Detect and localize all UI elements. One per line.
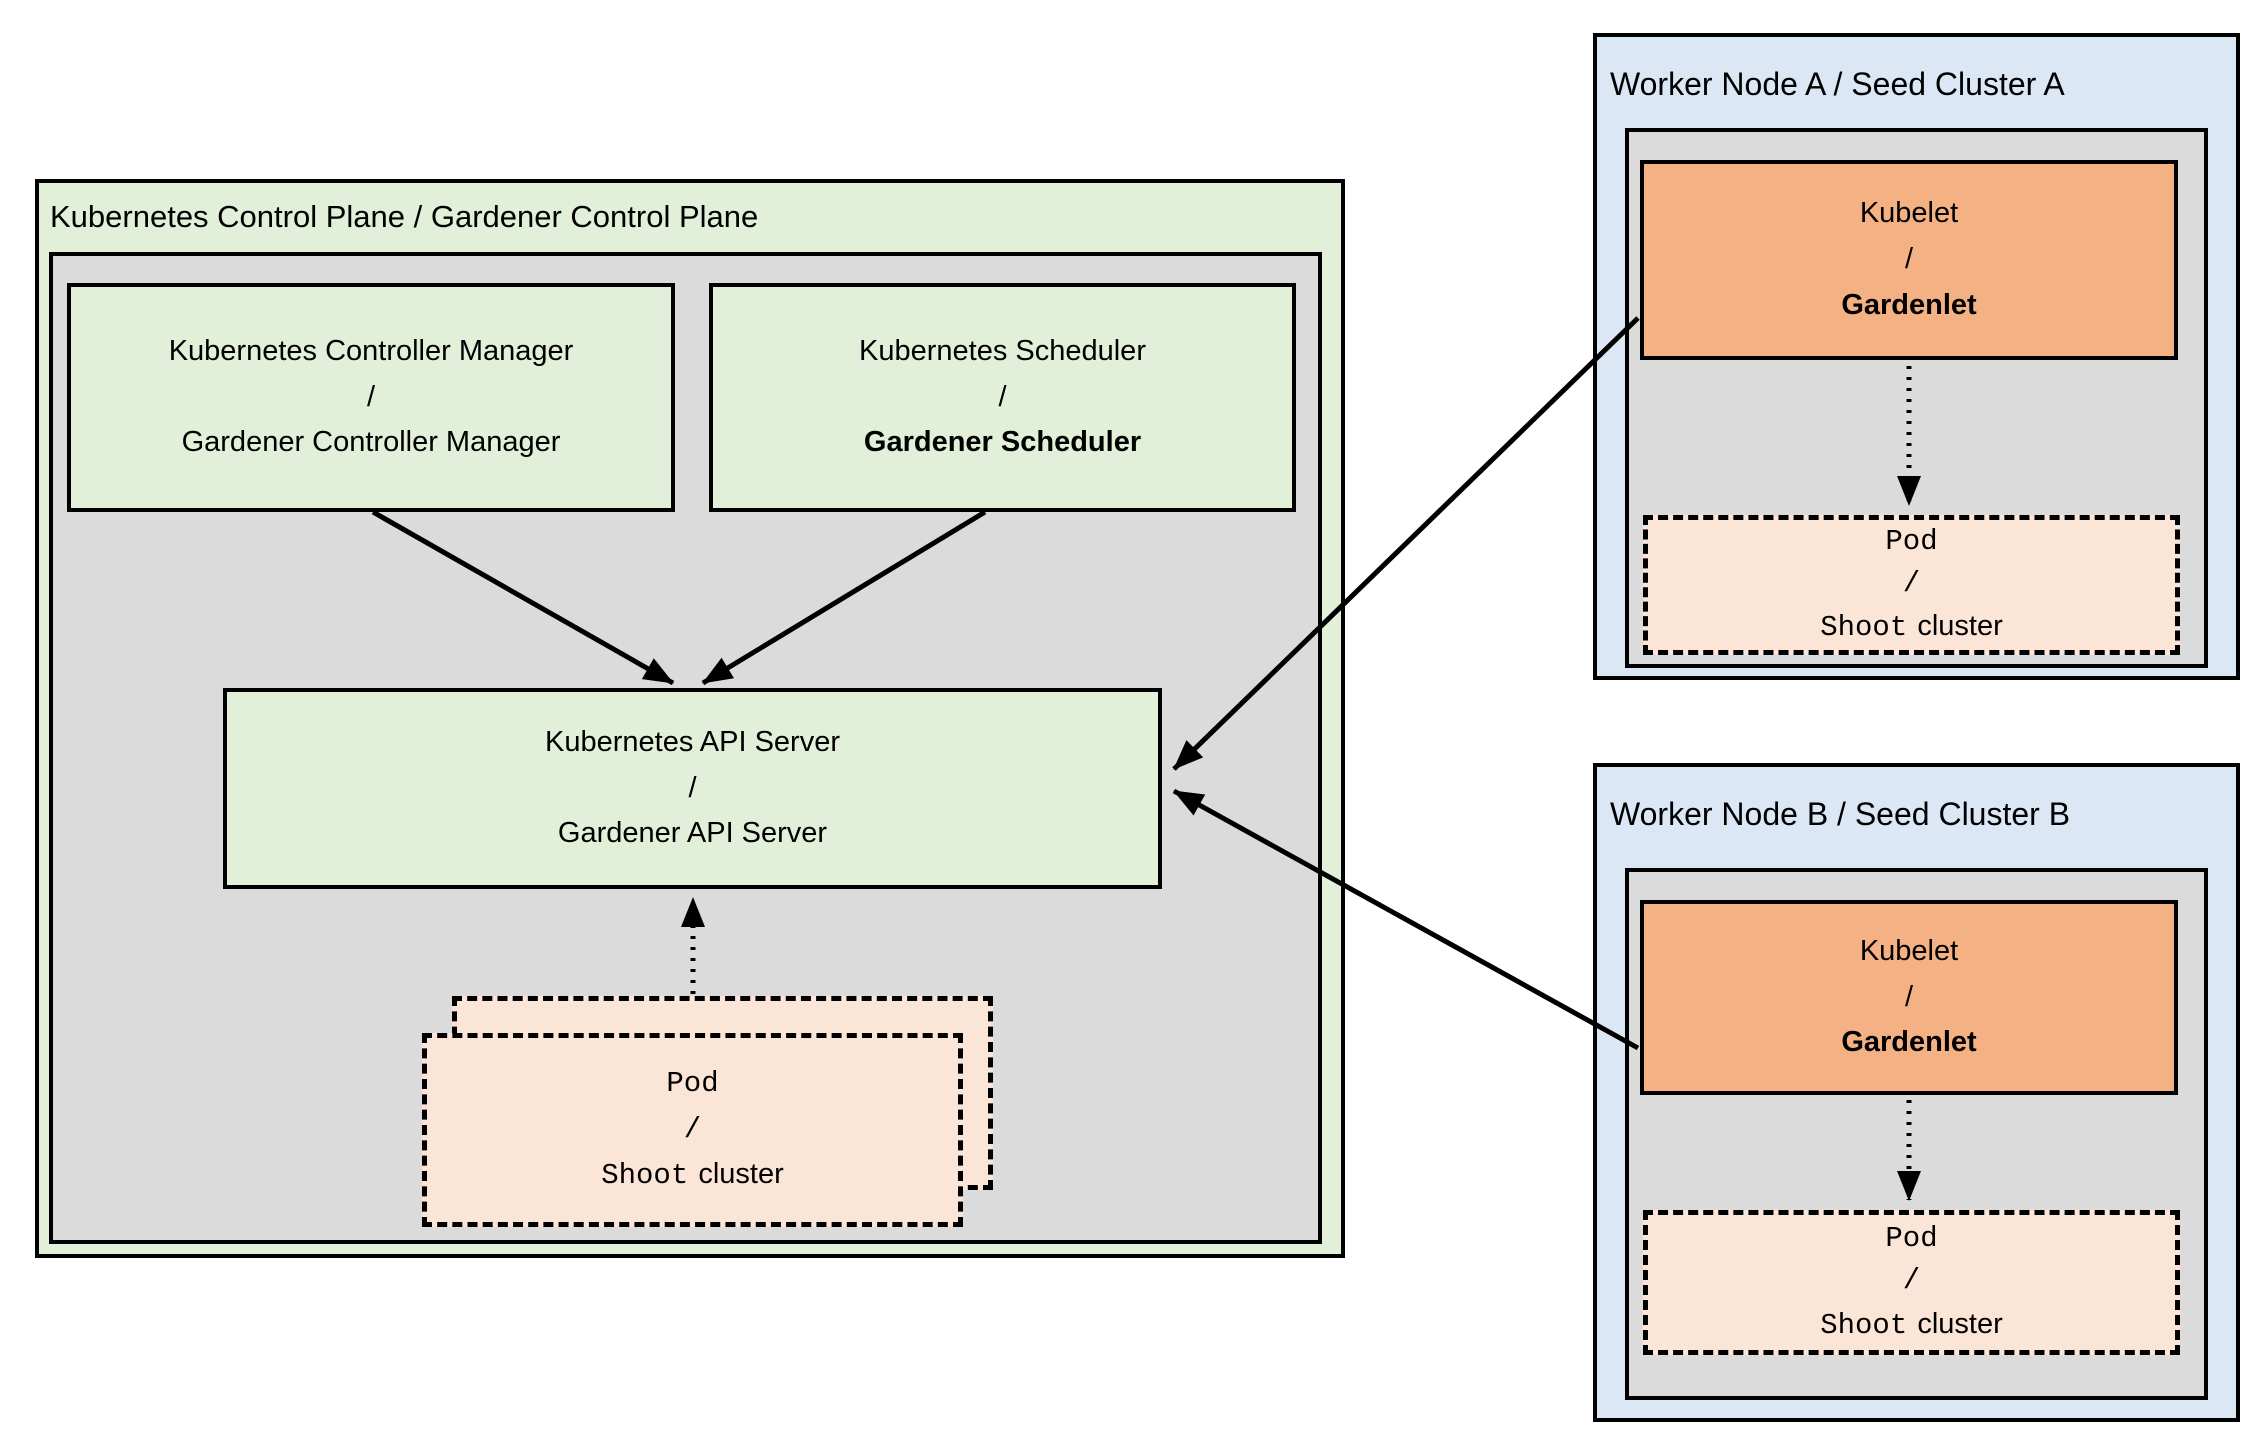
kubelet-b-line3: Gardenlet: [1841, 1026, 1977, 1059]
kubelet-a-box: Kubelet / Gardenlet: [1640, 160, 2178, 360]
pod-b-line1: Pod: [1885, 1222, 1938, 1256]
kubelet-a-line2: /: [1904, 243, 1914, 276]
worker-node-b-title: Worker Node B / Seed Cluster B: [1610, 795, 2071, 832]
worker-node-a-title: Worker Node A / Seed Cluster A: [1610, 65, 2065, 102]
scheduler-line1: Kubernetes Scheduler: [859, 334, 1146, 367]
pod-b-line3-shoot: Shoot: [1820, 1308, 1908, 1342]
pod-line3-shoot: Shoot: [601, 1159, 689, 1193]
kubelet-b-line2: /: [1904, 980, 1914, 1013]
kubelet-a-line1: Kubelet: [1859, 197, 1959, 230]
pod-b-line2: /: [1902, 1264, 1921, 1298]
scheduler-box: Kubernetes Scheduler / Gardener Schedule…: [709, 283, 1296, 512]
scheduler-line3: Gardener Scheduler: [863, 426, 1142, 459]
api-server-box: Kubernetes API Server / Gardener API Ser…: [223, 688, 1162, 889]
controller-manager-line3: Gardener Controller Manager: [181, 426, 561, 459]
kubelet-a-line3: Gardenlet: [1841, 288, 1977, 321]
kubelet-b-box: Kubelet / Gardenlet: [1640, 900, 2178, 1095]
pod-line3: Shoot cluster: [601, 1152, 784, 1199]
controller-manager-line1: Kubernetes Controller Manager: [168, 334, 574, 367]
pod-a-box: Pod / Shoot cluster: [1643, 515, 2180, 655]
pod-a-line3-shoot: Shoot: [1820, 611, 1908, 645]
pod-a-line1: Pod: [1885, 524, 1938, 558]
pod-a-line3-cluster: cluster: [1917, 610, 2003, 643]
kubelet-b-line1: Kubelet: [1859, 934, 1959, 967]
control-plane-title: Kubernetes Control Plane / Gardener Cont…: [50, 199, 759, 234]
pod-a-line3: Shoot cluster: [1820, 605, 2003, 649]
pod-b-line3: Shoot cluster: [1820, 1303, 2003, 1347]
pod-a-line2: /: [1902, 566, 1921, 600]
scheduler-line2: /: [998, 380, 1007, 413]
pod-shoot-box-front: Pod / Shoot cluster: [422, 1033, 963, 1227]
pod-line3-cluster: cluster: [698, 1158, 784, 1191]
controller-manager-box: Kubernetes Controller Manager / Gardener…: [67, 283, 675, 512]
pod-line2: /: [683, 1112, 702, 1146]
pod-b-line3-cluster: cluster: [1917, 1307, 2003, 1340]
api-server-line3: Gardener API Server: [557, 817, 828, 850]
controller-manager-line2: /: [366, 380, 376, 413]
api-server-line2: /: [688, 771, 697, 804]
pod-line1: Pod: [666, 1066, 719, 1100]
api-server-line1: Kubernetes API Server: [545, 725, 840, 758]
pod-b-box: Pod / Shoot cluster: [1643, 1210, 2180, 1355]
